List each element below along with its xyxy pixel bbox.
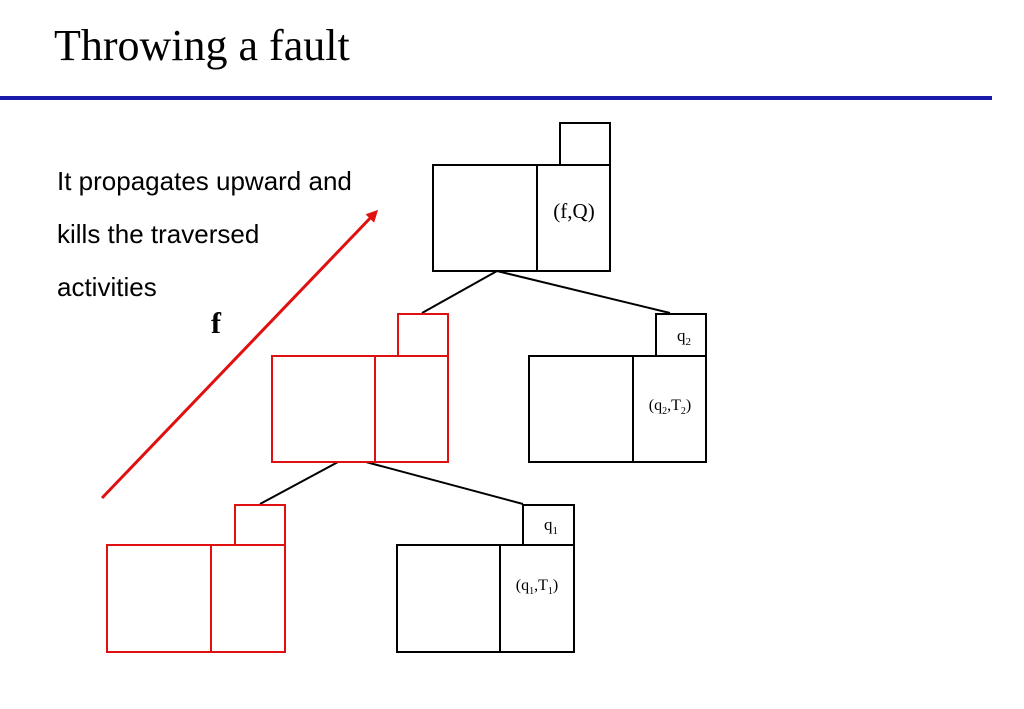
- edge-root-midleft: [421, 270, 498, 314]
- root-node: [432, 122, 611, 272]
- bottom-right-queue-box: [522, 504, 575, 546]
- root-state-label: (f,Q): [553, 199, 594, 223]
- mid-right-body: [528, 355, 707, 463]
- bottom-right-queue-label: q1: [544, 515, 558, 537]
- fault-label: f: [211, 307, 222, 340]
- mid-left-queue-box: [397, 313, 449, 357]
- bottom-left-queue-box: [234, 504, 286, 546]
- root-queue-box: [559, 122, 611, 166]
- bottom-left-body: [106, 544, 286, 653]
- description-line-3: activities: [57, 272, 157, 302]
- mid-right-queue-label: q2: [677, 326, 691, 348]
- mid-left-node: [271, 313, 449, 463]
- mid-left-body: [271, 355, 449, 463]
- mid-right-state-label: (q2,T2): [649, 397, 691, 417]
- description-line-2: kills the traversed: [57, 219, 260, 249]
- edge-root-midright: [496, 270, 671, 314]
- edge-midleft-bottomright: [365, 461, 524, 505]
- mid-right-node: [528, 313, 707, 463]
- title-divider: [0, 96, 992, 100]
- root-body: [432, 164, 611, 272]
- bottom-right-body: [396, 544, 575, 653]
- propagation-arrow: [100, 209, 379, 500]
- tree-edges: [259, 270, 671, 505]
- bottom-left-node: [106, 504, 286, 653]
- edge-midleft-bottomleft: [259, 461, 339, 505]
- page-title: Throwing a fault: [54, 21, 350, 70]
- description: It propagates upward and kills the trave…: [57, 155, 437, 314]
- bottom-right-node: [396, 504, 575, 653]
- bottom-right-state-label: (q1,T1): [516, 577, 558, 597]
- description-line-1: It propagates upward and: [57, 166, 352, 196]
- mid-right-queue-box: [655, 313, 707, 357]
